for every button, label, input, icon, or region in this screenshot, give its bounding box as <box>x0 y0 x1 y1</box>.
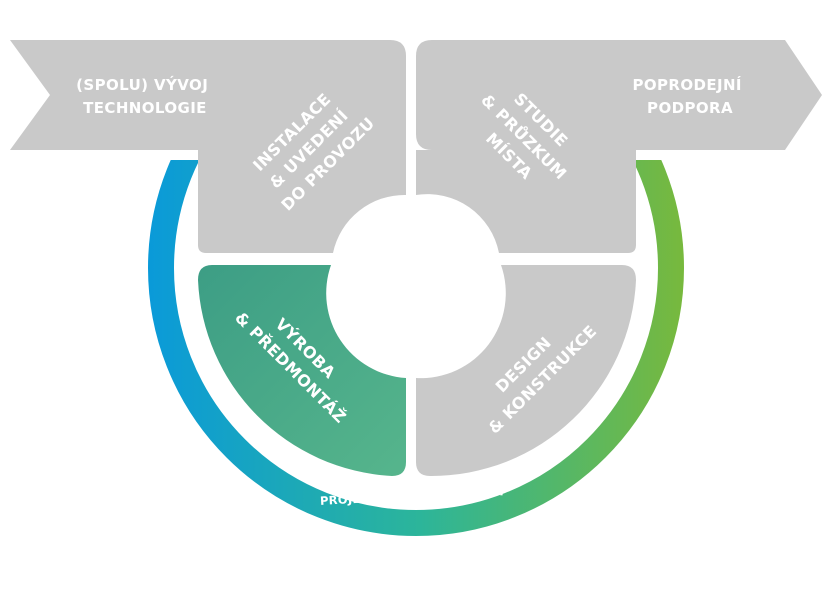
project-management-ring <box>148 160 684 536</box>
right-arrow-band <box>416 40 822 150</box>
left-arrow-line1: (SPOLU) VÝVOJ <box>76 75 208 94</box>
left-arrow-line2: TECHNOLOGIE <box>83 99 207 117</box>
segment-design[interactable] <box>416 265 636 477</box>
segment-instalace[interactable] <box>198 150 406 253</box>
right-arrow-line1: POPRODEJNÍ <box>632 75 741 94</box>
left-arrow-band <box>10 40 406 150</box>
left-arrow-label: (SPOLU) VÝVOJ TECHNOLOGIE <box>76 75 214 117</box>
right-arrow-label: POPRODEJNÍ PODPORA <box>632 75 747 117</box>
segment-vyroba[interactable] <box>198 265 406 476</box>
segment-studie[interactable] <box>416 150 636 253</box>
right-arrow-line2: PODPORA <box>647 99 733 117</box>
